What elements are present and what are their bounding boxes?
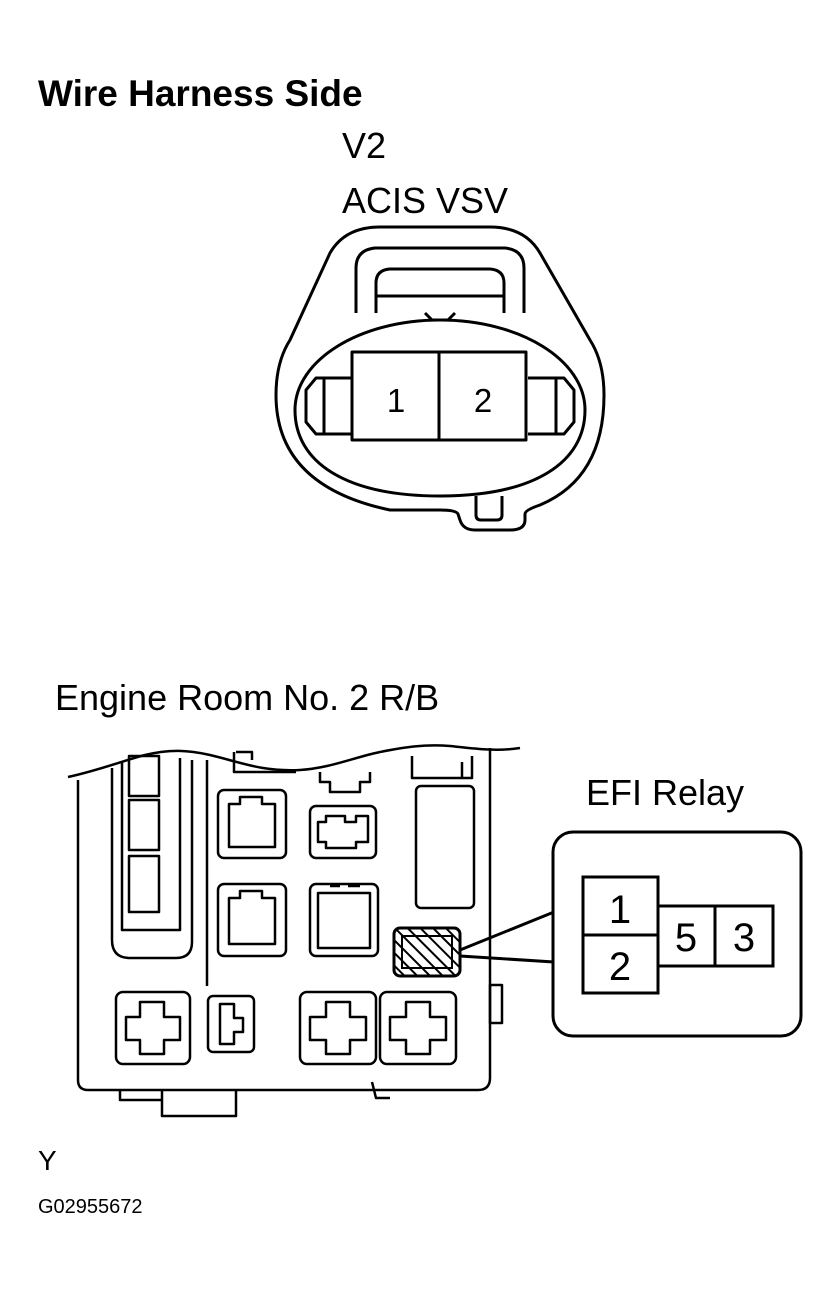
heading: Wire Harness Side bbox=[38, 73, 363, 114]
relay-block-drawing bbox=[67, 744, 521, 1118]
connector-pin-2: 2 bbox=[474, 382, 492, 419]
efi-relay-label: EFI Relay bbox=[586, 772, 744, 813]
connector-name: ACIS VSV bbox=[342, 180, 508, 221]
efi-relay-location bbox=[392, 926, 462, 978]
relay-block-title: Engine Room No. 2 R/B bbox=[55, 677, 439, 718]
efi-relay-pin-3: 3 bbox=[733, 916, 755, 960]
view-letter: Y bbox=[38, 1145, 57, 1176]
efi-relay-pin-2: 2 bbox=[609, 945, 631, 989]
callout-leader bbox=[459, 910, 555, 964]
connector-code: V2 bbox=[342, 125, 386, 166]
efi-relay-pin-1: 1 bbox=[609, 888, 631, 932]
efi-relay-callout bbox=[551, 830, 803, 1038]
figure-id: G02955672 bbox=[38, 1196, 143, 1218]
connector-pin-1: 1 bbox=[387, 382, 405, 419]
acis-vsv-connector bbox=[274, 225, 606, 532]
efi-relay-pin-5: 5 bbox=[675, 916, 697, 960]
